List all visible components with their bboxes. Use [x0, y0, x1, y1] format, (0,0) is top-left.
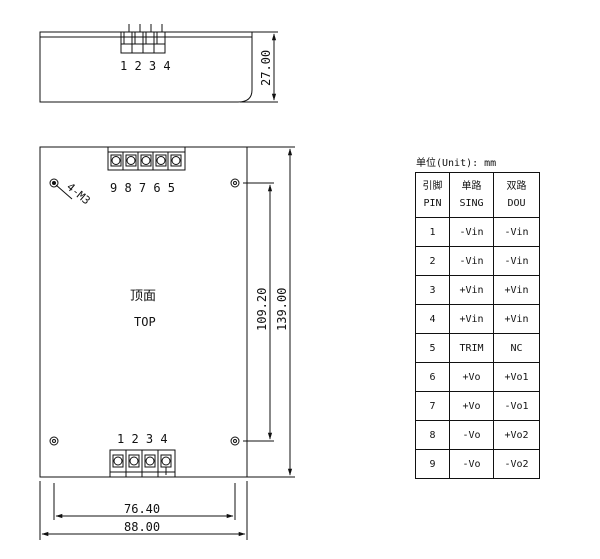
hole-height-dim-text: 109.20 [255, 288, 269, 331]
mounting-hole-top-right [230, 178, 240, 188]
dual-cell: -Vin [493, 246, 540, 276]
hole-label: 4-M3 [64, 180, 93, 207]
pin-cell: 3 [415, 275, 450, 305]
single-cell: +Vo [449, 362, 494, 392]
table-row: 7+Vo-Vo1 [415, 391, 540, 421]
pin-cell: 8 [415, 420, 450, 450]
bottom-connector [109, 449, 176, 478]
table-row: 8-Vo+Vo2 [415, 420, 540, 450]
header-dual: 双路 DOU [493, 172, 540, 218]
top-view [39, 146, 295, 540]
face-label-en: TOP [134, 315, 156, 329]
header-single-cn: 单路 [461, 181, 482, 192]
dual-cell: +Vo1 [493, 362, 540, 392]
top-pin-labels: 9 8 7 6 5 [110, 181, 175, 195]
hole-width-dim-text: 76.40 [124, 502, 160, 516]
pin-cell: 4 [415, 304, 450, 334]
header-pin-cn: 引脚 [422, 181, 443, 192]
pin-table-header: 引脚 PIN 单路 SING 双路 DOU [415, 172, 540, 218]
side-pin-labels: 1 2 3 4 [120, 59, 171, 73]
header-single-en: SING [459, 198, 484, 209]
table-row: 6+Vo+Vo1 [415, 362, 540, 392]
dual-cell: +Vin [493, 275, 540, 305]
side-view [39, 24, 278, 103]
single-cell: -Vo [449, 449, 494, 479]
table-row: 2-Vin-Vin [415, 246, 540, 276]
mounting-hole-bottom-left [49, 436, 59, 446]
unit-label: 单位(Unit): mm [416, 158, 497, 169]
single-cell: +Vo [449, 391, 494, 421]
dual-cell: NC [493, 333, 540, 363]
mounting-hole-bottom-right [230, 436, 240, 446]
table-row: 9-Vo-Vo2 [415, 449, 540, 479]
table-row: 3+Vin+Vin [415, 275, 540, 305]
dual-cell: +Vin [493, 304, 540, 334]
pin-cell: 2 [415, 246, 450, 276]
pin-cell: 5 [415, 333, 450, 363]
bottom-pin-labels: 1 2 3 4 [117, 432, 168, 446]
header-pin-en: PIN [423, 198, 442, 209]
top-connector [107, 146, 186, 171]
single-cell: +Vin [449, 304, 494, 334]
header-single: 单路 SING [449, 172, 494, 218]
side-height-dim-text: 27.00 [259, 50, 273, 86]
header-dual-cn: 双路 [506, 181, 527, 192]
dual-cell: -Vo1 [493, 391, 540, 421]
table-row: 1-Vin-Vin [415, 217, 540, 247]
dual-cell: -Vo2 [493, 449, 540, 479]
pin-cell: 1 [415, 217, 450, 247]
side-view-connector [120, 24, 166, 54]
top-view-body [39, 146, 248, 478]
single-cell: -Vin [449, 246, 494, 276]
side-view-body [39, 31, 253, 103]
pin-cell: 7 [415, 391, 450, 421]
single-cell: TRIM [449, 333, 494, 363]
header-dual-en: DOU [507, 198, 526, 209]
pin-cell: 9 [415, 449, 450, 479]
hole-leader-line [55, 184, 73, 200]
single-cell: +Vin [449, 275, 494, 305]
dual-cell: +Vo2 [493, 420, 540, 450]
single-cell: -Vin [449, 217, 494, 247]
pin-cell: 6 [415, 362, 450, 392]
height-dim-text: 139.00 [275, 288, 289, 331]
single-cell: -Vo [449, 420, 494, 450]
table-row: 4+Vin+Vin [415, 304, 540, 334]
face-label-cn: 顶面 [130, 289, 156, 304]
width-dim-text: 88.00 [124, 520, 160, 534]
dual-cell: -Vin [493, 217, 540, 247]
mounting-hole-top-left [49, 178, 59, 188]
header-pin: 引脚 PIN [415, 172, 450, 218]
